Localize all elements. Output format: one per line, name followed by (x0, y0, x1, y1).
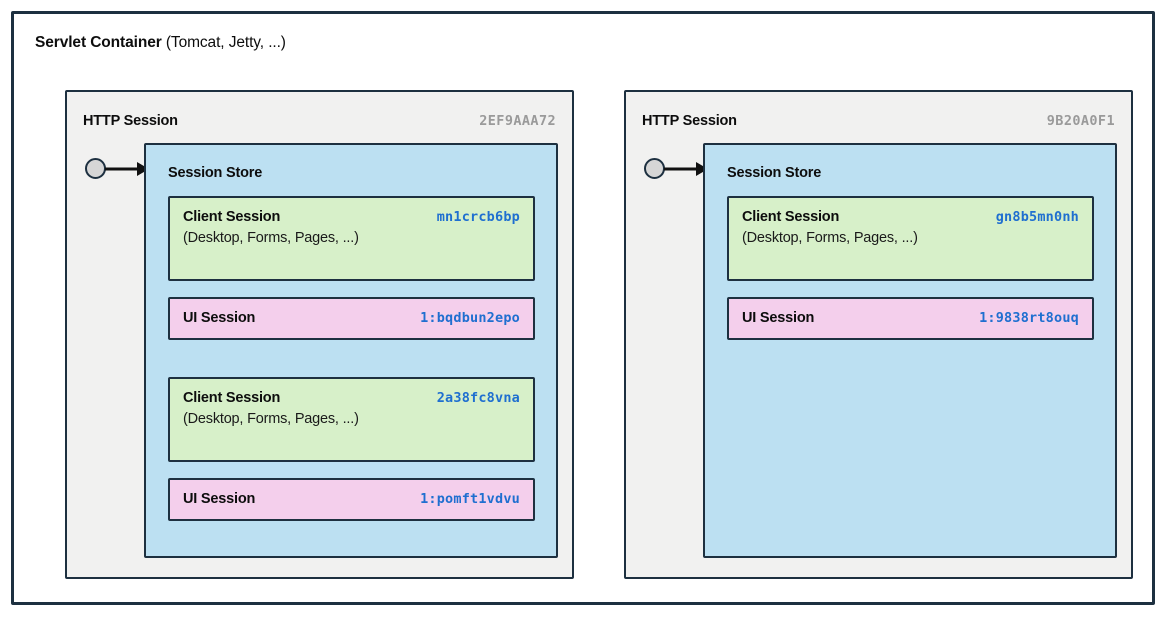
session-store-title: Session Store (727, 165, 822, 181)
client-session-card: Client Session (Desktop, Forms, Pages, .… (727, 196, 1094, 281)
servlet-container-frame: Servlet Container (Tomcat, Jetty, ...) H… (11, 11, 1155, 605)
session-store-1: Session Store Client Session (Desktop, F… (144, 143, 558, 558)
ui-session-card: UI Session 1:bqdbun2epo (168, 297, 535, 340)
client-session-label: Client Session (742, 209, 840, 225)
session-store-title: Session Store (168, 165, 263, 181)
client-session-card: Client Session (Desktop, Forms, Pages, .… (168, 377, 535, 462)
client-session-card: Client Session (Desktop, Forms, Pages, .… (168, 196, 535, 281)
http-session-title: HTTP Session (83, 113, 178, 129)
http-session-title: HTTP Session (642, 113, 737, 129)
client-session-sublabel: (Desktop, Forms, Pages, ...) (742, 230, 918, 246)
connector-arrow-icon (664, 162, 708, 176)
servlet-container-title-strong: Servlet Container (35, 34, 162, 51)
servlet-container-title-light: (Tomcat, Jetty, ...) (161, 34, 286, 51)
client-session-id: 2a38fc8vna (436, 390, 520, 406)
ui-session-id: 1:bqdbun2epo (420, 310, 520, 326)
ui-session-id: 1:pomft1vdvu (420, 491, 520, 507)
ui-session-id: 1:9838rt8ouq (979, 310, 1079, 326)
client-session-id: mn1crcb6bp (436, 209, 520, 225)
client-session-label: Client Session (183, 209, 281, 225)
http-session-id: 2EF9AAA72 (479, 113, 556, 129)
session-connector (85, 154, 149, 184)
session-store-2: Session Store Client Session (Desktop, F… (703, 143, 1117, 558)
client-session-label: Client Session (183, 390, 281, 406)
http-session-id: 9B20A0F1 (1046, 113, 1115, 129)
http-session-panel-2: HTTP Session 9B20A0F1 Session Store Clie… (624, 90, 1133, 579)
connector-node-icon (644, 158, 665, 179)
http-session-panel-1: HTTP Session 2EF9AAA72 Session Store Cli… (65, 90, 574, 579)
client-session-sublabel: (Desktop, Forms, Pages, ...) (183, 411, 359, 427)
servlet-container-title: Servlet Container (Tomcat, Jetty, ...) (35, 34, 286, 52)
ui-session-card: UI Session 1:9838rt8ouq (727, 297, 1094, 340)
ui-session-card: UI Session 1:pomft1vdvu (168, 478, 535, 521)
ui-session-label: UI Session (742, 310, 815, 326)
connector-node-icon (85, 158, 106, 179)
client-session-id: gn8b5mn0nh (995, 209, 1079, 225)
client-session-sublabel: (Desktop, Forms, Pages, ...) (183, 230, 359, 246)
ui-session-label: UI Session (183, 491, 256, 507)
session-connector (644, 154, 708, 184)
ui-session-label: UI Session (183, 310, 256, 326)
connector-arrow-icon (105, 162, 149, 176)
